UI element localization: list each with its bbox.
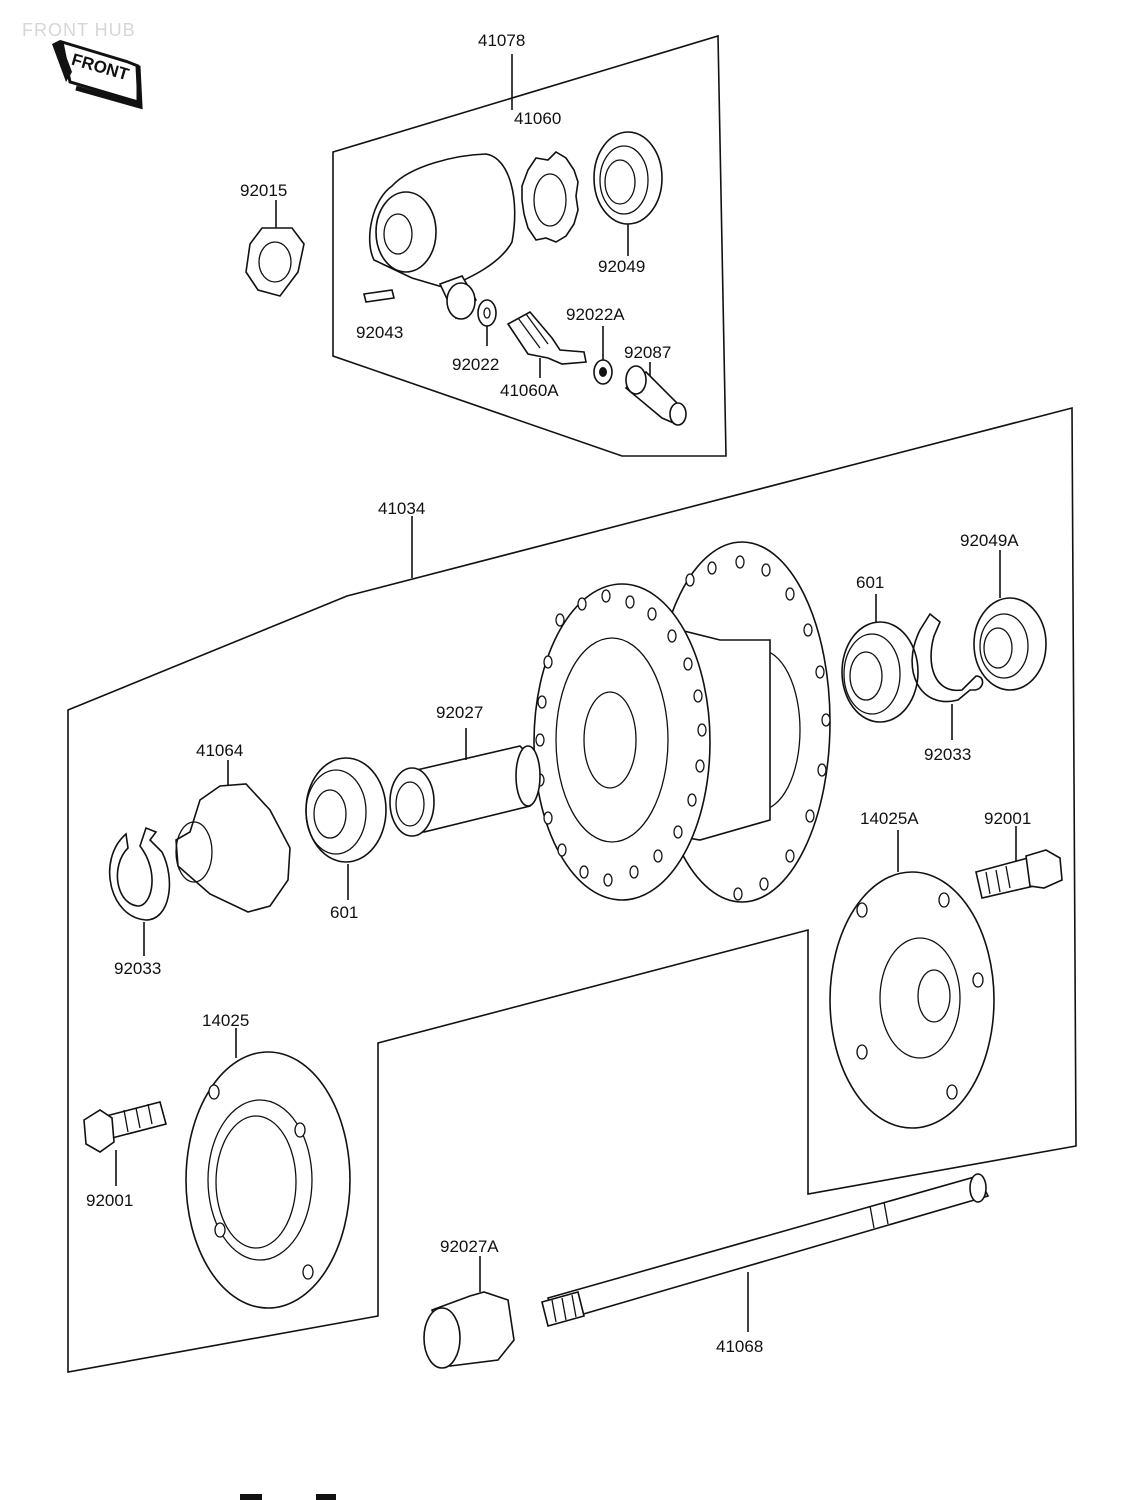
bolt-92001-left (83, 1101, 167, 1186)
label-92027: 92027 (436, 703, 483, 722)
label-92049: 92049 (598, 257, 645, 276)
pin-92043 (363, 289, 395, 303)
label-41060A: 41060A (500, 381, 559, 400)
cropped-text-fragment (316, 1494, 336, 1500)
speedometer-drive-gear (521, 150, 579, 243)
label-92022: 92022 (452, 355, 499, 374)
label-92033-left: 92033 (114, 959, 161, 978)
bearing-601-left (305, 757, 387, 900)
label-92015: 92015 (240, 181, 287, 200)
label-601-left: 601 (330, 903, 358, 922)
label-92033-right: 92033 (924, 745, 971, 764)
washer-92022 (477, 299, 497, 346)
upper-group-outline (332, 34, 727, 457)
lower-group-outline (67, 406, 1077, 1373)
watermark-text: FRONT HUB (22, 20, 136, 40)
disc-plate-14025 (185, 1028, 351, 1309)
group-label-41034: 41034 (378, 499, 425, 518)
washer-92022A (593, 326, 613, 385)
label-41064: 41064 (196, 741, 243, 760)
label-92049A: 92049A (960, 531, 1019, 550)
label-41060: 41060 (514, 109, 561, 128)
oil-seal-92049A (973, 550, 1047, 691)
hub-cover-41064 (175, 760, 291, 913)
wheel-hub-with-discs (533, 541, 831, 903)
label-92001-right: 92001 (984, 809, 1031, 828)
oil-seal-92049 (593, 131, 663, 256)
group-label-41078: 41078 (478, 31, 525, 50)
disc-plate-14025A (829, 830, 995, 1129)
speedometer-gearbox-housing (368, 153, 516, 320)
front-arrow-badge: FRONT (52, 39, 143, 110)
bushing-92087 (624, 362, 687, 426)
label-92027A: 92027A (440, 1237, 499, 1256)
cropped-text-fragment (240, 1494, 262, 1500)
speedometer-pinion-41060A (506, 310, 587, 378)
label-92001-left: 92001 (86, 1191, 133, 1210)
label-41068: 41068 (716, 1337, 763, 1356)
collar-92027A (423, 1256, 515, 1369)
label-14025A: 14025A (860, 809, 919, 828)
label-92043: 92043 (356, 323, 403, 342)
axle-nut-92015 (245, 200, 305, 297)
circlip-92033-right (911, 612, 984, 740)
bolt-92001-right (975, 826, 1063, 899)
label-601-top: 601 (856, 573, 884, 592)
circlip-92033-left (109, 826, 171, 956)
front-axle-41068 (541, 1173, 990, 1332)
spacer-92027 (389, 728, 541, 837)
label-92022A: 92022A (566, 305, 625, 324)
label-14025: 14025 (202, 1011, 249, 1030)
bearing-601-right (841, 594, 919, 723)
label-92087: 92087 (624, 343, 671, 362)
